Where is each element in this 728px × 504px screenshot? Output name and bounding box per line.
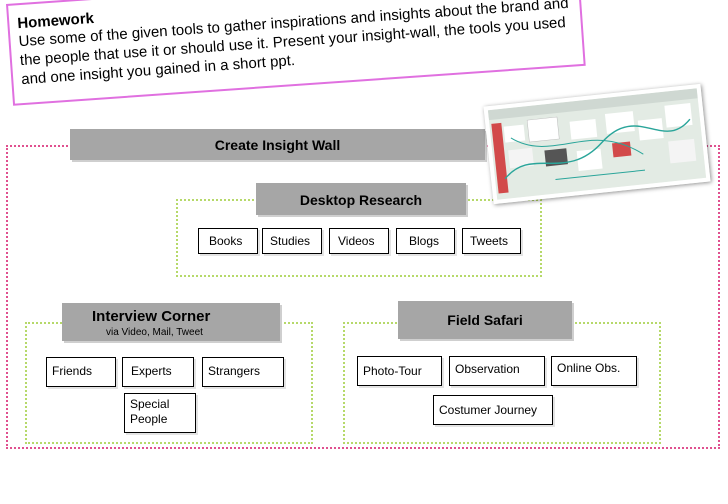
tool-books: Books [198, 228, 258, 254]
tool-online-obs: Online Obs. [551, 356, 637, 386]
field-safari-bar: Field Safari [398, 301, 572, 339]
tool-videos: Videos [329, 228, 389, 254]
insight-wall-photo [483, 83, 711, 205]
tool-studies: Studies [262, 228, 322, 254]
tool-special-people: Special People [124, 393, 196, 433]
tool-photo-tour: Photo-Tour [357, 356, 442, 386]
tool-tweets: Tweets [462, 228, 521, 254]
field-safari-title: Field Safari [447, 312, 523, 328]
desktop-research-title: Desktop Research [299, 192, 423, 208]
interview-corner-subtitle: via Video, Mail, Tweet [106, 327, 203, 338]
create-insight-wall-title: Create Insight Wall [214, 137, 341, 153]
homework-note: Homework Use some of the given tools to … [6, 0, 586, 106]
tool-experts: Experts [122, 357, 194, 387]
tool-costumer-journey: Costumer Journey [433, 395, 553, 425]
create-insight-wall-bar: Create Insight Wall [70, 129, 485, 160]
tool-friends: Friends [46, 357, 116, 387]
interview-corner-bar: Interview Corner via Video, Mail, Tweet [62, 303, 280, 341]
tool-strangers: Strangers [202, 357, 284, 387]
interview-corner-title: Interview Corner [92, 308, 211, 325]
tool-blogs: Blogs [396, 228, 455, 254]
insight-wall-photo-image [487, 88, 707, 200]
tool-observation: Observation [449, 356, 545, 386]
desktop-research-bar: Desktop Research [256, 183, 466, 215]
